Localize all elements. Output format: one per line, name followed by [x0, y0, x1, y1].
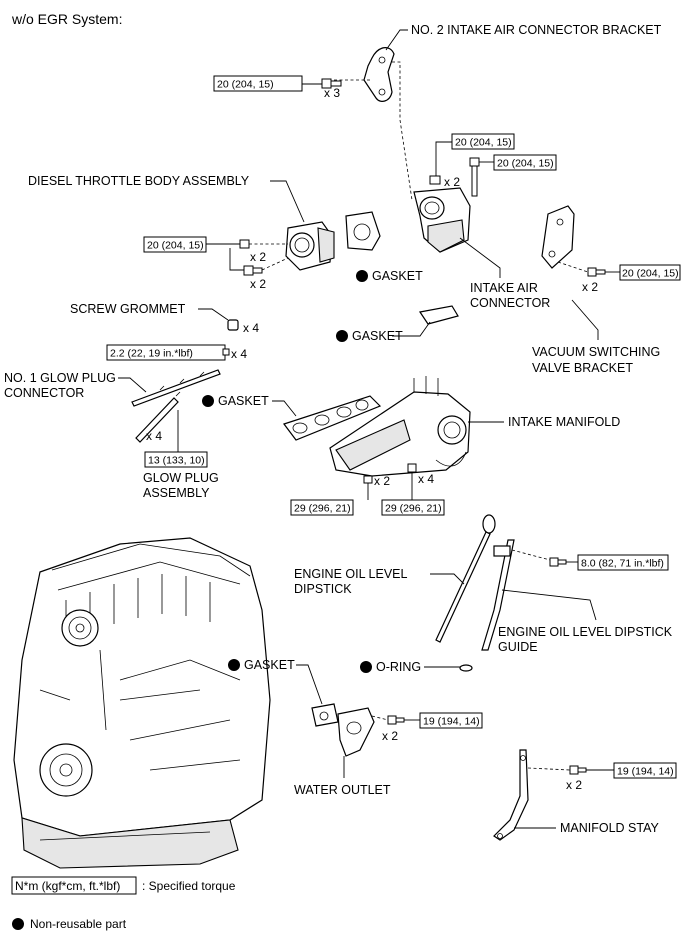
nut-icon: [239, 239, 250, 249]
non-reusable-icon: [202, 395, 214, 407]
svg-text:x 2: x 2: [250, 277, 266, 291]
label-o-ring: O-RING: [376, 660, 421, 674]
diagram-title: w/o EGR System:: [11, 11, 122, 27]
qty-bracket: x 3: [324, 86, 340, 100]
svg-text:x 2: x 2: [374, 474, 390, 488]
legend-non-reusable: Non-reusable part: [30, 917, 127, 931]
torque-box-bracket: [213, 75, 303, 92]
label-manifold-stay: MANIFOLD STAY: [560, 821, 660, 835]
label-intake-air-connector-1: INTAKE AIR: [470, 281, 538, 295]
legend-torque-desc: : Specified torque: [142, 879, 236, 893]
non-reusable-icon: [336, 330, 348, 342]
label-dipstick-guide-1: ENGINE OIL LEVEL DIPSTICK: [498, 625, 673, 639]
svg-text:x 4: x 4: [231, 347, 247, 361]
manifold-stay: x 2 19 (194, 14) MANIFOLD STAY: [493, 749, 677, 841]
svg-text:20 (204, 15): 20 (204, 15): [147, 240, 204, 252]
label-intake-manifold: INTAKE MANIFOLD: [508, 415, 620, 429]
svg-text:GASKET: GASKET: [372, 269, 423, 283]
svg-text:13 (133, 10): 13 (133, 10): [148, 455, 205, 467]
svg-text:29 (296, 21): 29 (296, 21): [294, 503, 351, 515]
screw-grommet: SCREW GROMMET x 4 2.2 (22, 19 in.*lbf) x…: [70, 302, 259, 361]
svg-text:x 2: x 2: [582, 280, 598, 294]
legend: N*m (kgf*cm, ft.*lbf) : Specified torque…: [11, 876, 236, 931]
non-reusable-icon: [12, 918, 24, 930]
label-vsv-bracket-1: VACUUM SWITCHING: [532, 345, 660, 359]
intake-air-connector: INTAKE AIR CONNECTOR 20 (204, 15) x 2 20…: [413, 133, 557, 310]
bolt-icon: [243, 265, 263, 276]
bolt-icon: [387, 715, 405, 725]
vsv-bracket: x 2 20 (204, 15) VACUUM SWITCHING VALVE …: [532, 205, 681, 375]
label-glow-plug-connector-1: NO. 1 GLOW PLUG: [4, 371, 116, 385]
label-dipstick-guide-2: GUIDE: [498, 640, 538, 654]
label-dipstick-1: ENGINE OIL LEVEL: [294, 567, 408, 581]
bolt-icon: [587, 267, 606, 277]
bolt-icon: [321, 78, 342, 89]
engine-assembly-illustration: [13, 537, 271, 869]
label-water-outlet: WATER OUTLET: [294, 783, 391, 797]
svg-text:GASKET: GASKET: [244, 658, 295, 672]
svg-text:20 (204, 15): 20 (204, 15): [455, 137, 512, 149]
bolt-icon: [569, 765, 587, 775]
stud-bolt-icon: [469, 157, 480, 197]
label-glow-plug-assembly-2: ASSEMBLY: [143, 486, 210, 500]
bolt-icon: [549, 557, 567, 567]
non-reusable-icon: [360, 661, 372, 673]
svg-text:29 (296, 21): 29 (296, 21): [385, 503, 442, 515]
svg-text:20 (204, 15): 20 (204, 15): [497, 158, 554, 170]
non-reusable-icon: [228, 659, 240, 671]
diesel-throttle-body: DIESEL THROTTLE BODY ASSEMBLY 20 (204, 1…: [28, 174, 335, 291]
svg-text:8.0 (82, 71 in.*lbf): 8.0 (82, 71 in.*lbf): [581, 558, 664, 570]
svg-text:19 (194, 14): 19 (194, 14): [617, 766, 674, 778]
label-glow-plug-connector-2: CONNECTOR: [4, 386, 84, 400]
oil-dipstick: ENGINE OIL LEVEL DIPSTICK: [294, 514, 496, 643]
throttle-gasket: GASKET: [345, 211, 423, 283]
label-intake-air-connector-2: CONNECTOR: [470, 296, 550, 310]
svg-text:x 2: x 2: [382, 729, 398, 743]
intake-air-connector-bracket: NO. 2 INTAKE AIR CONNECTOR BRACKET 20 (2…: [213, 23, 662, 201]
legend-torque-box: [11, 876, 137, 895]
intake-manifold: GASKET INTAKE MANIFOLD x 2 29 (296, 21) …: [202, 376, 620, 516]
water-outlet: GASKET x 2 19 (194, 14) WATER OUTLET: [228, 658, 483, 797]
glow-plug-connector: NO. 1 GLOW PLUG CONNECTOR x 4 13 (133, 1…: [4, 369, 221, 500]
svg-text:20 (204, 15): 20 (204, 15): [622, 268, 679, 280]
torque-bracket: 20 (204, 15): [217, 79, 274, 91]
oil-dipstick-guide: 8.0 (82, 71 in.*lbf) ENGINE OIL LEVEL DI…: [481, 539, 673, 654]
svg-text:2.2 (22, 19 in.*lbf): 2.2 (22, 19 in.*lbf): [110, 348, 193, 360]
nut-icon: [429, 175, 441, 185]
legend-torque-unit: N*m (kgf*cm, ft.*lbf): [15, 879, 120, 893]
non-reusable-icon: [356, 270, 368, 282]
svg-text:x 2: x 2: [444, 175, 460, 189]
o-ring: O-RING: [360, 660, 473, 674]
label-intake-air-connector-bracket: NO. 2 INTAKE AIR CONNECTOR BRACKET: [411, 23, 662, 37]
svg-text:x 2: x 2: [250, 250, 266, 264]
svg-text:19 (194, 14): 19 (194, 14): [423, 716, 480, 728]
label-glow-plug-assembly-1: GLOW PLUG: [143, 471, 219, 485]
label-screw-grommet: SCREW GROMMET: [70, 302, 186, 316]
svg-text:x 4: x 4: [243, 321, 259, 335]
svg-text:GASKET: GASKET: [218, 394, 269, 408]
svg-text:x 4: x 4: [418, 472, 434, 486]
svg-text:GASKET: GASKET: [352, 329, 403, 343]
connector-gasket: GASKET: [336, 305, 459, 343]
label-vsv-bracket-2: VALVE BRACKET: [532, 361, 633, 375]
svg-text:x 4: x 4: [146, 429, 162, 443]
label-dipstick-2: DIPSTICK: [294, 582, 352, 596]
svg-text:x 2: x 2: [566, 778, 582, 792]
label-diesel-throttle-body: DIESEL THROTTLE BODY ASSEMBLY: [28, 174, 250, 188]
